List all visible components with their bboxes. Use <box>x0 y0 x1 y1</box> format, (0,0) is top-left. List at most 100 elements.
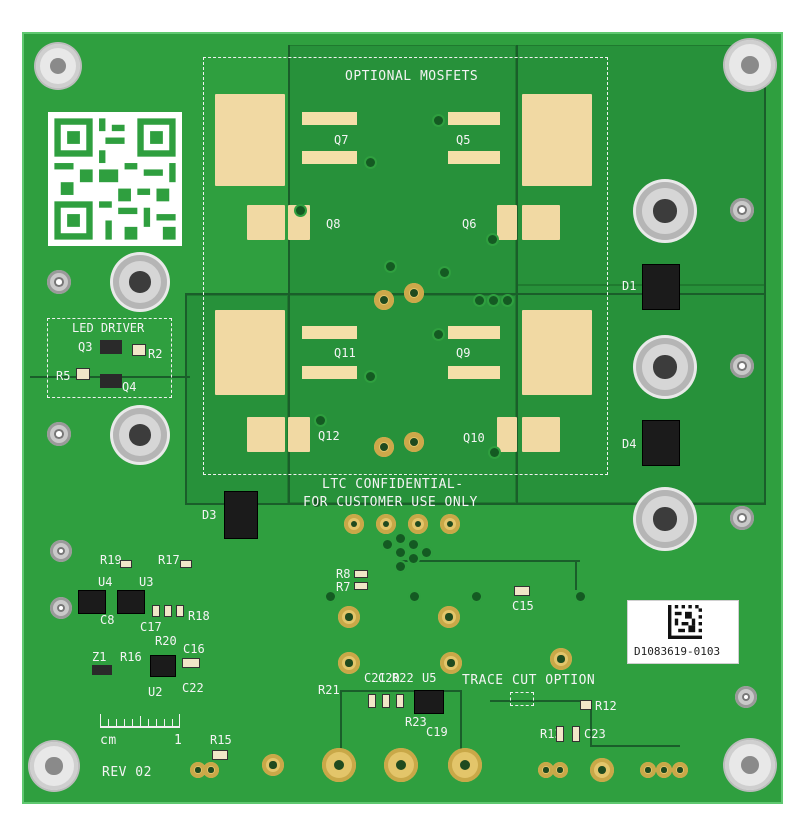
trace <box>400 560 580 562</box>
mosfet-small-pad <box>448 326 500 339</box>
test-point <box>344 514 364 534</box>
designator-q8: Q8 <box>326 217 341 231</box>
designator-r16: R16 <box>120 650 142 664</box>
designator-c19: C19 <box>426 725 448 739</box>
trace <box>490 700 590 702</box>
test-point <box>338 606 360 628</box>
trace <box>516 45 518 505</box>
via <box>410 592 419 601</box>
led-driver-outline <box>47 318 172 398</box>
via <box>383 540 392 549</box>
designator-c8: C8 <box>100 613 115 627</box>
via <box>396 534 405 543</box>
resistor-r8 <box>354 570 368 578</box>
designator-r15: R15 <box>210 733 232 747</box>
trace <box>185 295 187 505</box>
confidential-line-2: FOR CUSTOMER USE ONLY <box>303 495 478 510</box>
ruler-unit: cm <box>100 733 117 748</box>
designator-d3: D3 <box>202 508 217 522</box>
designator-r21: R21 <box>318 683 340 697</box>
via <box>488 235 497 244</box>
mosfet-pad <box>288 417 310 452</box>
mounting-standoff <box>30 742 78 790</box>
mosfet-small-pad <box>302 326 357 339</box>
mosfet-pad <box>247 417 285 452</box>
designator-u2: U2 <box>148 685 163 699</box>
mosfet-small-pad <box>302 112 357 125</box>
designator-c16: C16 <box>183 642 205 656</box>
designator-c22: C22 <box>182 681 204 695</box>
trace <box>340 690 342 760</box>
led-driver-label: LED DRIVER <box>72 321 145 335</box>
via <box>386 262 395 271</box>
resistor-r13 <box>556 726 564 742</box>
optional-mosfets-label: OPTIONAL MOSFETS <box>345 69 479 84</box>
datamatrix-code <box>668 605 702 639</box>
ruler-end: 1 <box>174 733 183 748</box>
designator-r23: R23 <box>405 715 427 729</box>
via <box>576 592 585 601</box>
plated-hole <box>730 198 754 222</box>
via <box>490 448 499 457</box>
test-point <box>262 754 284 776</box>
test-point <box>550 648 572 670</box>
mosfet-pad <box>497 417 517 452</box>
ruler-tick <box>132 719 133 726</box>
qr-code-graphic <box>48 112 182 246</box>
designator-r2: R2 <box>148 347 163 361</box>
test-point <box>376 514 396 534</box>
capacitor-c15 <box>514 586 530 596</box>
ruler-tick <box>116 719 117 726</box>
designator-q10: Q10 <box>463 431 485 445</box>
test-point <box>640 762 656 778</box>
gate-via <box>374 437 394 457</box>
designator-q9: Q9 <box>456 346 471 360</box>
plated-hole <box>730 506 754 530</box>
resistor-r2 <box>132 344 146 356</box>
mosfet-pad <box>497 205 517 240</box>
via <box>434 330 443 339</box>
terminal-post <box>113 408 167 462</box>
designator-d1: D1 <box>622 279 637 293</box>
plated-hole <box>47 270 71 294</box>
plated-hole <box>735 686 757 708</box>
capacitor-c17 <box>152 605 160 617</box>
ruler-tick <box>148 719 149 726</box>
cm-ruler <box>100 714 180 728</box>
plated-hole <box>50 597 72 619</box>
designator-r5: R5 <box>56 369 71 383</box>
test-point <box>672 762 688 778</box>
gate-via <box>404 283 424 303</box>
test-point <box>656 762 672 778</box>
test-point <box>538 762 554 778</box>
via <box>422 548 431 557</box>
optional-mosfets-outline <box>203 57 608 475</box>
trace <box>590 700 592 745</box>
qr-code <box>48 112 182 246</box>
designator-q4: Q4 <box>122 380 137 394</box>
designator-u3: U3 <box>139 575 154 589</box>
mounting-standoff <box>36 44 80 88</box>
designator-r17: R17 <box>158 553 180 567</box>
via <box>312 498 321 507</box>
test-point <box>408 514 428 534</box>
resistor-r12 <box>580 700 592 710</box>
ic-u2 <box>150 655 176 677</box>
via <box>296 206 305 215</box>
designator-q7: Q7 <box>334 133 349 147</box>
capacitor-c20 <box>382 694 390 708</box>
via <box>434 116 443 125</box>
resistor-r5 <box>76 368 90 380</box>
mosfet-small-pad <box>302 366 357 379</box>
via <box>396 548 405 557</box>
test-point <box>203 762 219 778</box>
mosfet-small-pad <box>302 151 357 164</box>
designator-q5: Q5 <box>456 133 471 147</box>
plated-hole <box>47 422 71 446</box>
via <box>489 296 498 305</box>
mosfet-pad <box>215 94 285 186</box>
plated-hole <box>730 354 754 378</box>
via <box>326 592 335 601</box>
ic-u5 <box>414 690 444 714</box>
resistor-r7 <box>354 582 368 590</box>
